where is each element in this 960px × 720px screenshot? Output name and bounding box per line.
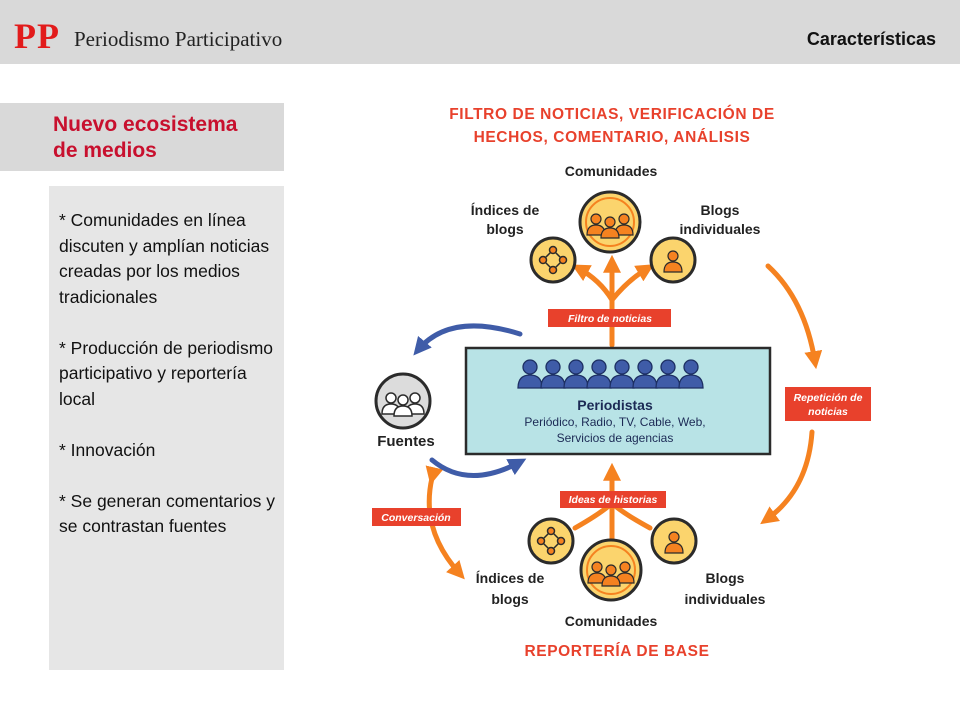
slide-heading-line1: Nuevo ecosistema xyxy=(53,113,238,136)
slide-heading-line2: de medios xyxy=(53,139,157,162)
node-indices-bottom xyxy=(527,517,575,565)
conversacion-label: Conversación xyxy=(372,508,461,526)
bullet-list: * Comunidades en línea discuten y amplía… xyxy=(59,208,279,565)
label-comunidades-top: Comunidades xyxy=(565,163,658,179)
repeticion-label-line1: Repetición de xyxy=(794,392,863,404)
repeticion-label-line2: noticias xyxy=(808,406,848,418)
node-comunidades-bottom xyxy=(579,538,643,602)
label-indices-bottom-1: Índices de xyxy=(476,570,545,586)
node-fuentes xyxy=(374,372,432,430)
app-title: Periodismo Participativo xyxy=(74,27,283,51)
label-blogs-bottom-1: Blogs xyxy=(706,570,745,586)
periodistas-title: Periodistas xyxy=(577,397,653,413)
bullet-item: * Se generan comentarios y se contrastan… xyxy=(59,490,275,537)
bullet-item: * Producción de periodismo participativo… xyxy=(59,337,274,409)
label-comunidades-bottom: Comunidades xyxy=(565,613,658,629)
diagram-title-line1: FILTRO DE NOTICIAS, VERIFICACIÓN DE xyxy=(449,105,775,123)
bullet-item: * Innovación xyxy=(59,439,156,460)
repeticion-label: Repetición de noticias xyxy=(785,387,871,421)
ideas-label-text: Ideas de historias xyxy=(569,494,658,506)
periodistas-line2: Servicios de agencias xyxy=(557,431,674,445)
periodistas-line1: Periódico, Radio, TV, Cable, Web, xyxy=(524,415,705,429)
filtro-label: Filtro de noticias xyxy=(548,309,671,327)
node-blogs-top xyxy=(649,236,697,284)
label-blogs-bottom-2: individuales xyxy=(685,591,766,607)
node-comunidades-top xyxy=(578,190,642,254)
diagram-footer: REPORTERÍA DE BASE xyxy=(524,643,709,660)
slide-heading: Nuevo ecosistema de medios xyxy=(53,112,278,164)
media-ecosystem-diagram: FILTRO DE NOTICIAS, VERIFICACIÓN DE HECH… xyxy=(372,105,871,660)
ideas-label: Ideas de historias xyxy=(560,491,666,508)
label-blogs-top-1: Blogs xyxy=(701,202,740,218)
label-fuentes: Fuentes xyxy=(377,433,435,450)
label-indices-top-1: Índices de xyxy=(471,202,540,218)
conversacion-arrow xyxy=(425,465,465,580)
conversacion-label-text: Conversación xyxy=(381,512,450,524)
bullet-panel: * Comunidades en línea discuten y amplía… xyxy=(49,186,284,670)
periodistas-box: Periodistas Periódico, Radio, TV, Cable,… xyxy=(464,346,772,456)
right-side-arrows xyxy=(760,263,823,525)
bullet-item: * Comunidades en línea discuten y amplía… xyxy=(59,210,270,307)
label-indices-bottom-2: blogs xyxy=(491,591,529,607)
diagram-title-line2: HECHOS, COMENTARIO, ANÁLISIS xyxy=(474,129,751,146)
logo: PP xyxy=(14,16,60,56)
filtro-label-text: Filtro de noticias xyxy=(568,313,652,325)
arrow-to-fuentes xyxy=(413,323,523,356)
header-bar: PP Periodismo Participativo Característi… xyxy=(0,0,960,64)
slide-heading-box: Nuevo ecosistema de medios xyxy=(0,103,284,171)
top-fan-arrows xyxy=(571,254,655,348)
node-indices-top xyxy=(529,236,577,284)
label-indices-top-2: blogs xyxy=(486,221,524,237)
arrow-from-fuentes xyxy=(429,457,527,478)
section-title: Características xyxy=(806,29,936,49)
node-blogs-bottom xyxy=(650,517,698,565)
label-blogs-top-2: individuales xyxy=(680,221,761,237)
